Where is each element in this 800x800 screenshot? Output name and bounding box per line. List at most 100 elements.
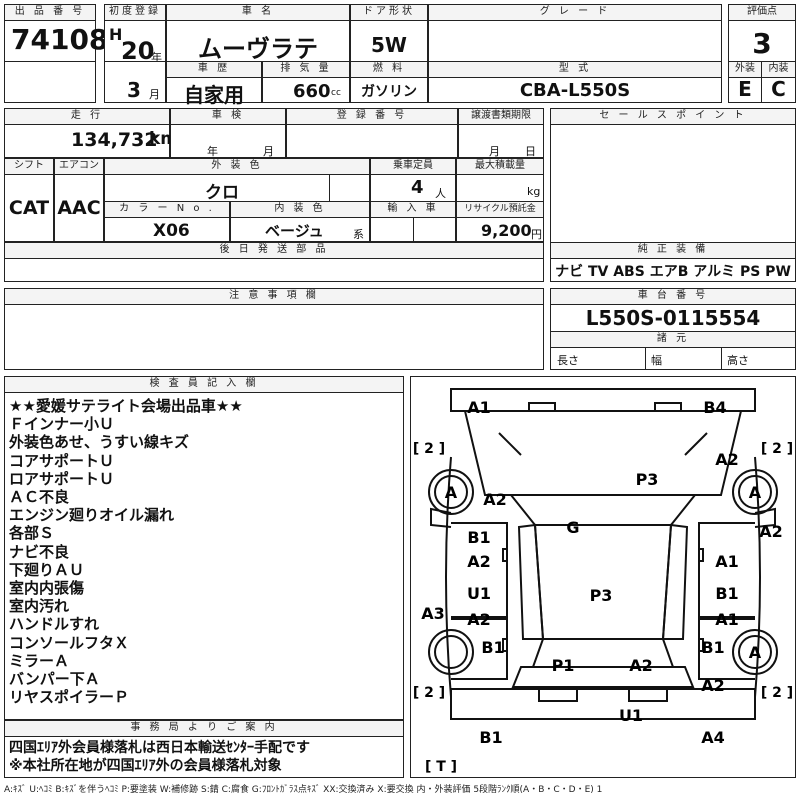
damage-code: B1 (701, 638, 724, 657)
front-grille-left (528, 402, 556, 412)
front-left-door (451, 522, 508, 618)
load-unit: kg (527, 185, 541, 198)
damage-code: P3 (590, 586, 613, 605)
exterior-color: クロ (205, 183, 239, 203)
shift: CAT (8, 197, 50, 219)
damage-code: A2 (629, 656, 653, 675)
model: CBA-L550S (519, 80, 631, 101)
inspector-note-line: バンパー下Ａ (9, 670, 100, 689)
doc-deadline-day: 日 (525, 145, 536, 158)
car-name: ムーヴラテ (198, 35, 318, 63)
wheel-code: A (445, 483, 458, 502)
displacement: 660 (293, 81, 331, 102)
lot-number-box: 出 品 番 号 74108 (4, 4, 108, 62)
inspector-note-line: 室内汚れ (9, 597, 70, 616)
damage-code: A1 (715, 552, 739, 571)
car-outline (430, 388, 776, 720)
chassis-number: L550S-0115554 (585, 306, 761, 330)
equipment-label: 純 正 装 備 (551, 243, 795, 259)
ac-label: エアコン (55, 159, 103, 175)
wheel-rear-left (428, 629, 474, 675)
recycle-label: リサイクル預託金 (457, 202, 543, 218)
spare-tire-mark: [ T ] (425, 759, 457, 775)
inspector-note-line: ロアサポートＵ (9, 469, 115, 488)
recycle-box: リサイクル預託金 9,200 円 (456, 201, 544, 242)
inspection-month-unit: 月 (263, 145, 274, 158)
trunk-outline (511, 666, 695, 688)
era: H (109, 25, 123, 44)
office-notice-lines: 四国ｴﾘｱ外会員様落札は西日本輸送ｾﾝﾀｰ手配です ※本社所在地が四国ｴﾘｱ外の会… (9, 739, 310, 775)
damage-code: A2 (483, 490, 507, 509)
inspector-note-line: ナビ不良 (9, 542, 70, 561)
tire-mark: [ 2 ] (413, 685, 445, 701)
inspector-note-line: コンソールフタＸ (9, 633, 130, 652)
office-notice-label: 事 務 局 よ り ご 案 内 (5, 721, 403, 737)
office-notice-line: 四国ｴﾘｱ外会員様落札は西日本輸送ｾﾝﾀｰ手配です (9, 740, 310, 756)
mileage-box: 走 行 134,732 km (4, 108, 178, 158)
damage-code: B4 (703, 398, 726, 417)
inspector-note-line: 室内内張傷 (9, 579, 85, 598)
damage-code: A1 (467, 398, 491, 417)
import-label: 輸 入 車 (371, 202, 455, 218)
doc-deadline-month: 月 (489, 145, 500, 158)
inspector-note-line: 下廻りＡＵ (9, 560, 85, 579)
doc-deadline-box: 譲渡書類期限 月 日 (458, 108, 544, 158)
inspector-note-line: リヤスポイラーＰ (9, 688, 130, 707)
wheel-rear-right (732, 629, 778, 675)
inspection-box: 車 検 年 月 (170, 108, 286, 158)
wheel-front-right-inner (738, 475, 772, 509)
later-parts-label: 後 日 発 送 部 品 (5, 243, 543, 259)
capacity-label: 乗車定員 (371, 159, 455, 175)
tire-mark: [ 2 ] (761, 685, 793, 701)
interior-grade: C (771, 77, 786, 101)
exterior-grade-label: 外装 (729, 62, 761, 78)
history-box: 車 歴 自家用 (166, 61, 262, 107)
inspector-note-line: エンジン廻りオイル漏れ (9, 506, 175, 525)
front-bumper-outline (450, 388, 756, 412)
lot-number-label: 出 品 番 号 (5, 5, 95, 21)
reg-no-label: 登 録 番 号 (287, 109, 457, 125)
sales-point-label: セ ー ル ス ポ イ ン ト (551, 109, 795, 125)
inspector-note-line: ＡＣ不良 (9, 488, 70, 507)
interior-color: ベージュ (265, 222, 324, 240)
damage-code: A4 (701, 728, 725, 747)
roof-outline (533, 524, 673, 640)
inspector-note-line: 外装色あせ、うすい線キズ (9, 433, 190, 452)
capacity-box: 乗車定員 4 人 (370, 158, 456, 202)
spec-divider-1 (645, 347, 646, 370)
damage-code: B1 (467, 528, 490, 547)
score: 3 (752, 27, 772, 60)
damage-code: U1 (467, 584, 491, 603)
damage-code: A2 (715, 450, 739, 469)
office-notice-line: ※本社所在地が四国ｴﾘｱ外の会員様落札対象 (9, 758, 282, 774)
shift-box: シフト CAT (4, 158, 54, 242)
spec-divider-2 (721, 347, 722, 370)
wheel-code: A (749, 643, 762, 662)
ac-box: エアコン AAC (54, 158, 104, 242)
displacement-box: 排 気 量 660 cc (262, 61, 350, 103)
first-registration-box: 初度登録 H 20 年 (104, 4, 166, 65)
history: 自家用 (184, 83, 244, 107)
month-unit: 月 (149, 88, 160, 101)
wheel-front-left (428, 469, 474, 515)
wheel-rear-right-inner (738, 635, 772, 669)
reg-year: 20 (121, 37, 155, 65)
displacement-label: 排 気 量 (263, 62, 349, 78)
damage-code: P3 (636, 470, 659, 489)
damage-code: G (566, 518, 579, 537)
recycle: 9,200 (481, 221, 532, 240)
wheel-code: A (749, 483, 762, 502)
inspector-notes-label: 検 査 員 記 入 欄 (5, 377, 403, 393)
color-no: X06 (153, 221, 190, 241)
model-label: 型 式 (429, 62, 721, 78)
capacity: 4 (411, 177, 424, 198)
recycle-unit: 円 (531, 228, 542, 241)
later-parts-box: 後 日 発 送 部 品 (4, 242, 544, 282)
damage-code: A3 (421, 604, 445, 623)
car-name-box: 車 名 ムーヴラテ (166, 4, 350, 63)
office-notice-box: 事 務 局 よ り ご 案 内 四国ｴﾘｱ外会員様落札は西日本輸送ｾﾝﾀｰ手配で… (4, 720, 404, 778)
wheel-rear-left-inner (434, 635, 468, 669)
spec-width-label: 幅 (651, 354, 662, 367)
